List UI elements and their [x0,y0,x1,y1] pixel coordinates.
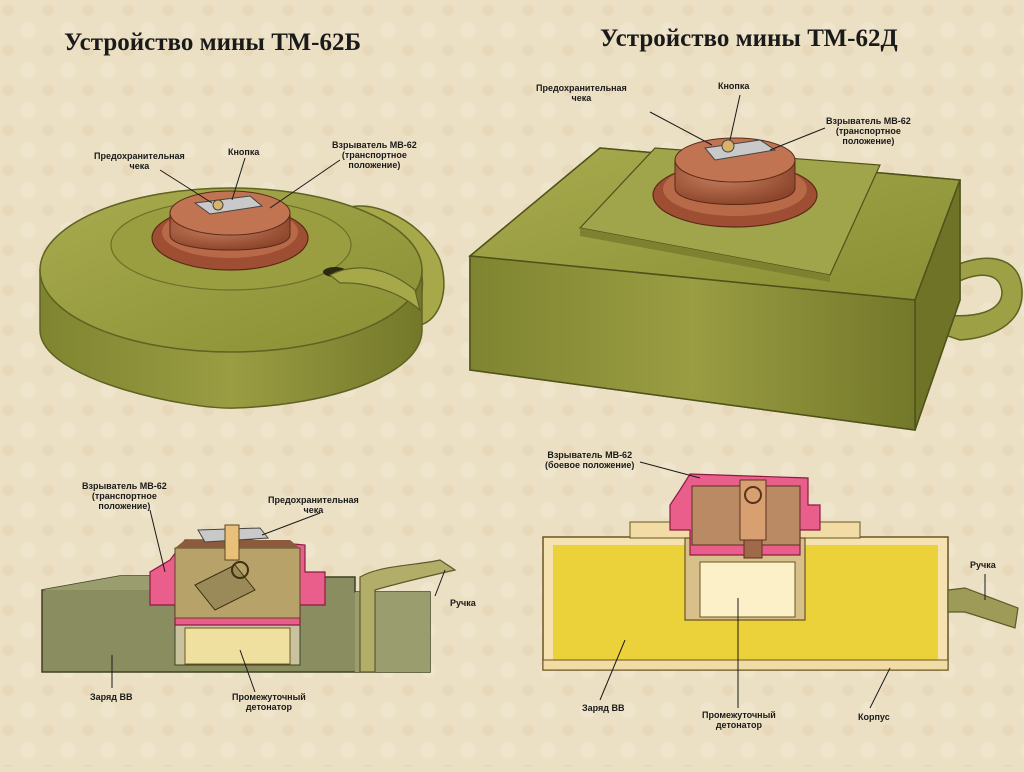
tm62b-title: Устройство мины ТМ-62Б [64,29,361,56]
tm62d-charge-label: Заряд ВВ [582,703,625,713]
tm62b-booster-label: Промежуточный детонатор [232,692,306,712]
tm62b-charge-label: Заряд ВВ [90,692,133,702]
tm62b-exterior-illustration [39,187,445,409]
tm62d-section-fuze-label: Взрыватель МВ-62 (боевое положение) [545,450,635,470]
tm62b-fuze-label: Взрыватель МВ-62 (транспортное положение… [332,140,417,170]
tm62d-cross-section [542,473,1019,671]
tm62d-title: Устройство мины ТМ-62Д [600,25,898,52]
tm62d-safety-pin-label: Предохранительная чека [536,83,627,103]
tm62d-body-label: Корпус [858,712,890,722]
tm62b-section-safety-pin-label: Предохранительная чека [268,495,359,515]
tm62b-safety-pin-label: Предохранительная чека [94,151,185,171]
tm62b-section-fuze-label: Взрыватель МВ-62 (транспортное положение… [82,481,167,511]
tm62b-cross-section [41,524,457,673]
tm62d-handle-label: Ручка [970,560,996,570]
tm62d-button-label: Кнопка [718,81,750,91]
tm62b-handle-label: Ручка [450,598,476,608]
tm62d-fuze-label: Взрыватель МВ-62 (транспортное положение… [826,116,911,146]
tm62d-top-leaders [649,94,826,151]
tm62b-section-leaders [111,509,446,693]
tm62b-button-label: Кнопка [228,147,260,157]
tm62d-section-leaders [599,461,986,709]
tm62d-exterior-illustration [468,137,1023,431]
tm62d-booster-label: Промежуточный детонатор [702,710,776,730]
tm62b-top-leaders [159,157,341,209]
